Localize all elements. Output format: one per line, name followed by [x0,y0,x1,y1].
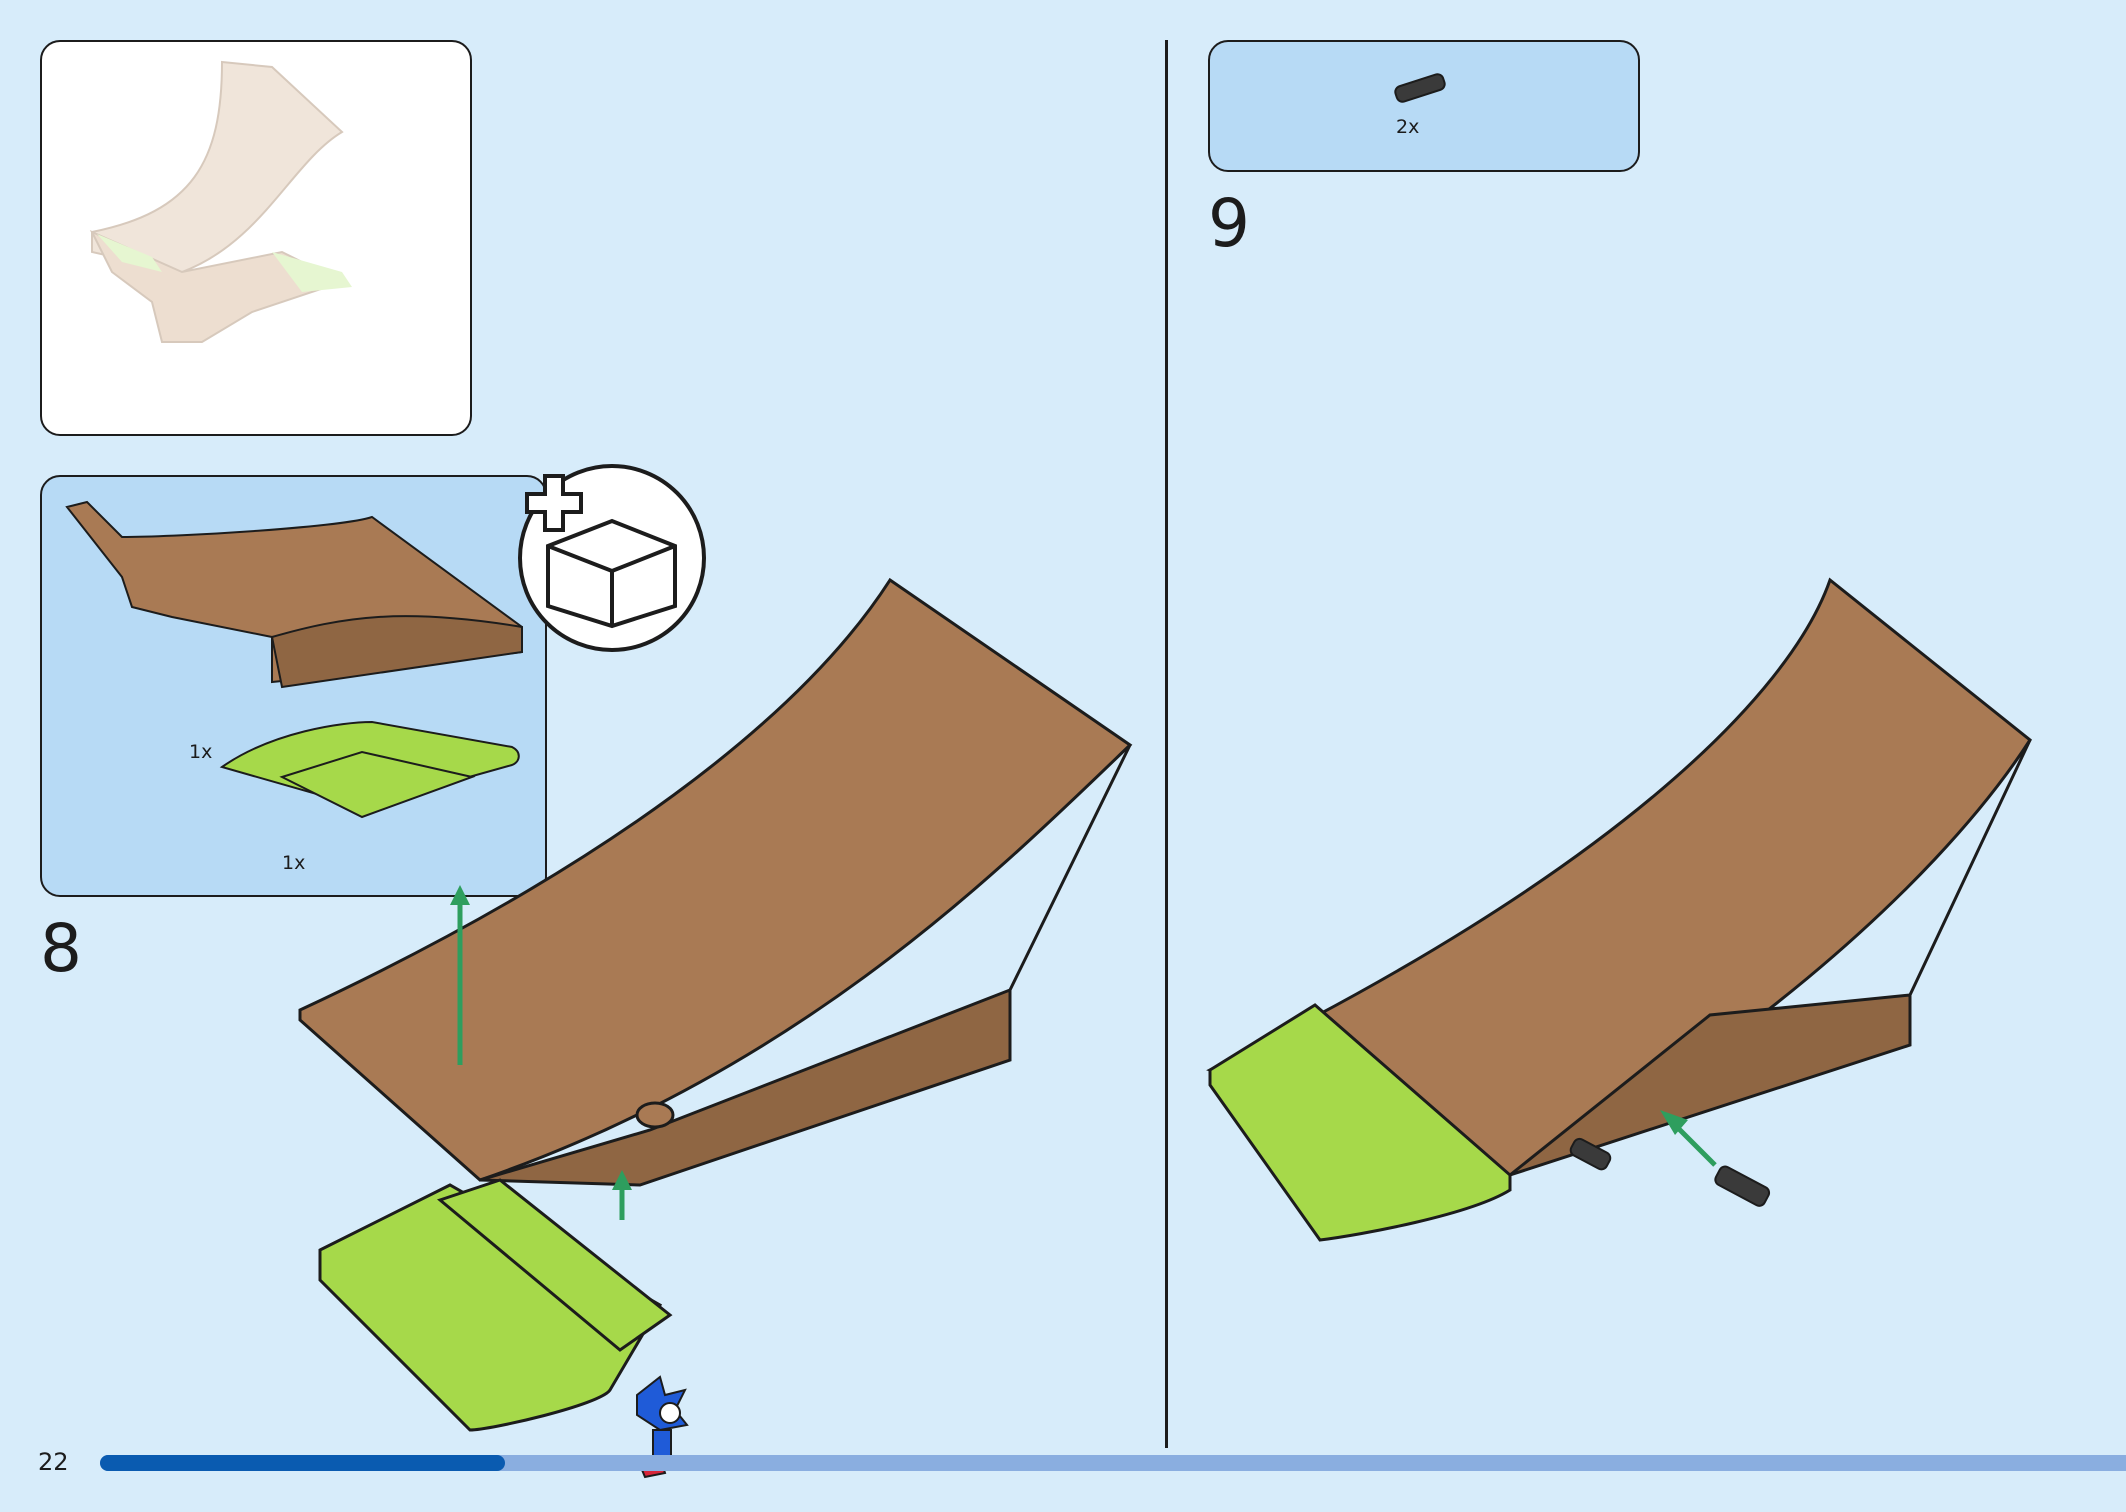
completed-model-preview [40,40,472,436]
column-divider [1165,40,1168,1448]
progress-bar-fill [100,1455,506,1471]
pin-part-icon [1394,73,1446,103]
add-new-parts-icon [518,464,706,652]
step-number-8: 8 [40,910,82,987]
part-quantity-pin: 2x [1396,116,1420,138]
step-8-assembly [298,577,1133,1432]
part-quantity-plate: 1x [282,852,306,874]
page-number: 22 [38,1448,69,1476]
part-quantity-ramp: 1x [189,741,213,763]
progress-bar-track [100,1455,2126,1471]
parts-list-step-8: 1x 1x [40,475,547,897]
preview-ramp-illustration [89,60,352,343]
parts-illustration-step-8 [65,500,523,819]
step-9-assembly [1206,577,2032,1242]
parts-list-step-9: 2x [1208,40,1640,172]
step-number-9: 9 [1208,185,1250,262]
